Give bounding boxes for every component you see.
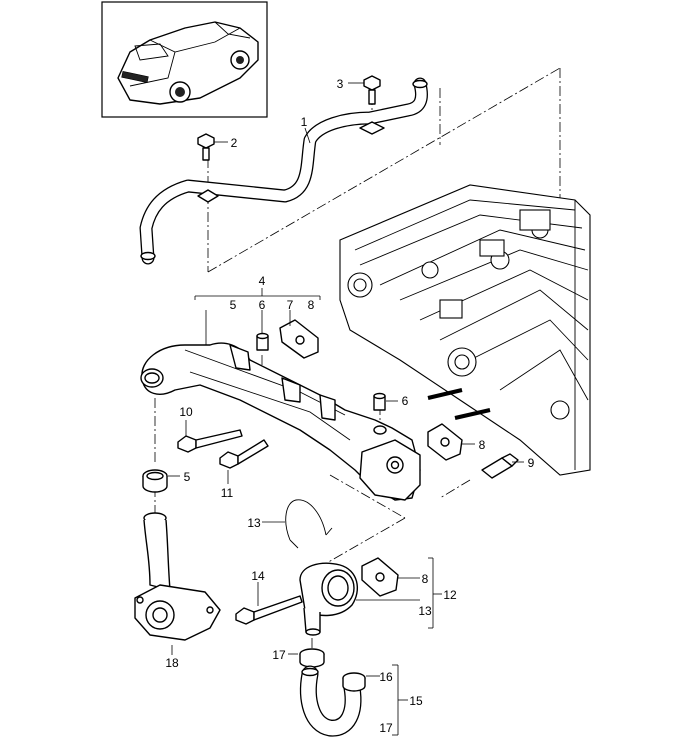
gasket-part-8-middle [427, 423, 463, 461]
callout-16: 16 [379, 670, 393, 684]
clip-part-13 [285, 499, 333, 549]
coolant-pipe-part-1 [139, 77, 428, 265]
callout-7: 7 [287, 298, 294, 312]
gasket-part-7 [279, 319, 319, 359]
callout-17-clamp: 17 [272, 648, 286, 662]
callout-12: 12 [443, 588, 457, 602]
callout-10: 10 [179, 405, 193, 419]
bolt-part-11 [219, 439, 269, 469]
callout-5-upper: 5 [230, 298, 237, 312]
engine-block [339, 184, 591, 476]
callout-8-middle: 8 [479, 438, 486, 452]
bolt-part-10 [177, 429, 243, 453]
callout-5-lower: 5 [184, 470, 191, 484]
callout-3: 3 [337, 77, 344, 91]
hose-clamp-part-17 [299, 648, 325, 668]
callout-18: 18 [165, 656, 179, 670]
callout-6-upper: 6 [259, 298, 266, 312]
callout-8-upper: 8 [308, 298, 315, 312]
bolt-part-3 [363, 75, 381, 105]
callout-15: 15 [409, 694, 423, 708]
callout-17-hose: 17 [379, 721, 393, 735]
coolant-distributor-part-4 [140, 342, 421, 501]
bolt-part-2 [197, 133, 215, 161]
callout-13-clip: 13 [247, 516, 261, 530]
callout-9: 9 [528, 456, 535, 470]
callout-11: 11 [221, 486, 234, 500]
seal-ring-part-5 [142, 469, 168, 493]
bolt-part-14 [235, 595, 303, 625]
vehicle-thumbnail [101, 1, 268, 118]
callout-14: 14 [251, 569, 265, 583]
thermostat-housing-part-12 [299, 562, 359, 636]
leader-lines [168, 82, 524, 736]
hose-part-15 [299, 665, 362, 737]
callout-4: 4 [259, 274, 266, 288]
hose-clamp-part-16 [342, 672, 366, 692]
pipe-housing-part-18 [134, 512, 221, 641]
callout-1: 1 [301, 115, 308, 129]
sensor-part-9 [481, 453, 519, 479]
bushing-part-6-lower [373, 392, 386, 411]
callout-8-lower: 8 [422, 572, 429, 586]
bushing-part-6-upper [256, 332, 269, 351]
gasket-part-8-lower [361, 557, 399, 597]
callout-labels: 1 2 3 4 5 6 7 8 6 8 9 10 11 5 13 14 8 12… [165, 77, 534, 735]
callout-6-lower: 6 [402, 394, 409, 408]
callout-13-housing: 13 [418, 604, 432, 618]
callout-2: 2 [231, 136, 238, 150]
